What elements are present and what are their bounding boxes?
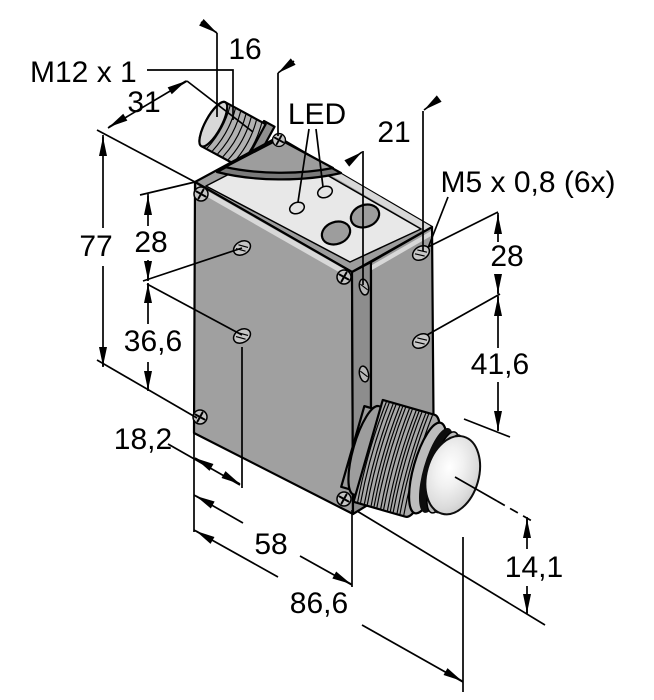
dimension-lines	[96, 18, 546, 692]
connector-end-cap	[198, 100, 229, 148]
m12-leader-line	[147, 69, 234, 120]
corner-screw	[336, 269, 352, 285]
dim-label-21: 21	[377, 116, 410, 149]
right-face-chamfer	[372, 231, 431, 270]
led-leader-line	[315, 128, 324, 188]
lens-assembly	[340, 398, 482, 518]
disc-pivot-screw	[271, 132, 287, 148]
adjustment-pot	[320, 220, 352, 246]
m5-leader-line	[427, 196, 449, 249]
label-m12-thread: M12 x 1	[30, 56, 137, 89]
dim-label-77: 77	[79, 230, 112, 263]
corner-screw	[336, 491, 352, 507]
corner-screw	[193, 186, 209, 202]
lens-glass	[424, 435, 482, 516]
dim-label-86-6: 86,6	[290, 587, 348, 620]
dim-label-28-left: 28	[134, 226, 167, 259]
dim-label-14-1: 14,1	[505, 551, 563, 584]
swivel-disc	[223, 137, 335, 174]
dimension-labels: M12 x 1 16 31 LED 21 M5 x 0,8 (6x) 77 28…	[30, 33, 616, 620]
adjustment-pot	[349, 203, 381, 229]
knurling	[357, 401, 434, 516]
led-leader-line	[297, 128, 310, 203]
dim-label-28-right: 28	[490, 240, 523, 273]
dim-label-41-6: 41,6	[471, 348, 529, 381]
dim-label-31: 31	[127, 86, 160, 119]
led-indicator	[288, 201, 306, 215]
label-led: LED	[288, 98, 346, 131]
label-m5-thread: M5 x 0,8 (6x)	[440, 166, 615, 199]
dim-label-58: 58	[254, 528, 287, 561]
dim-label-16: 16	[228, 33, 261, 66]
left-face-chamfer	[197, 185, 351, 279]
dim-label-36-6: 36,6	[124, 325, 182, 358]
dim-label-18-2: 18,2	[114, 423, 172, 456]
optical-axis-line	[454, 476, 498, 502]
